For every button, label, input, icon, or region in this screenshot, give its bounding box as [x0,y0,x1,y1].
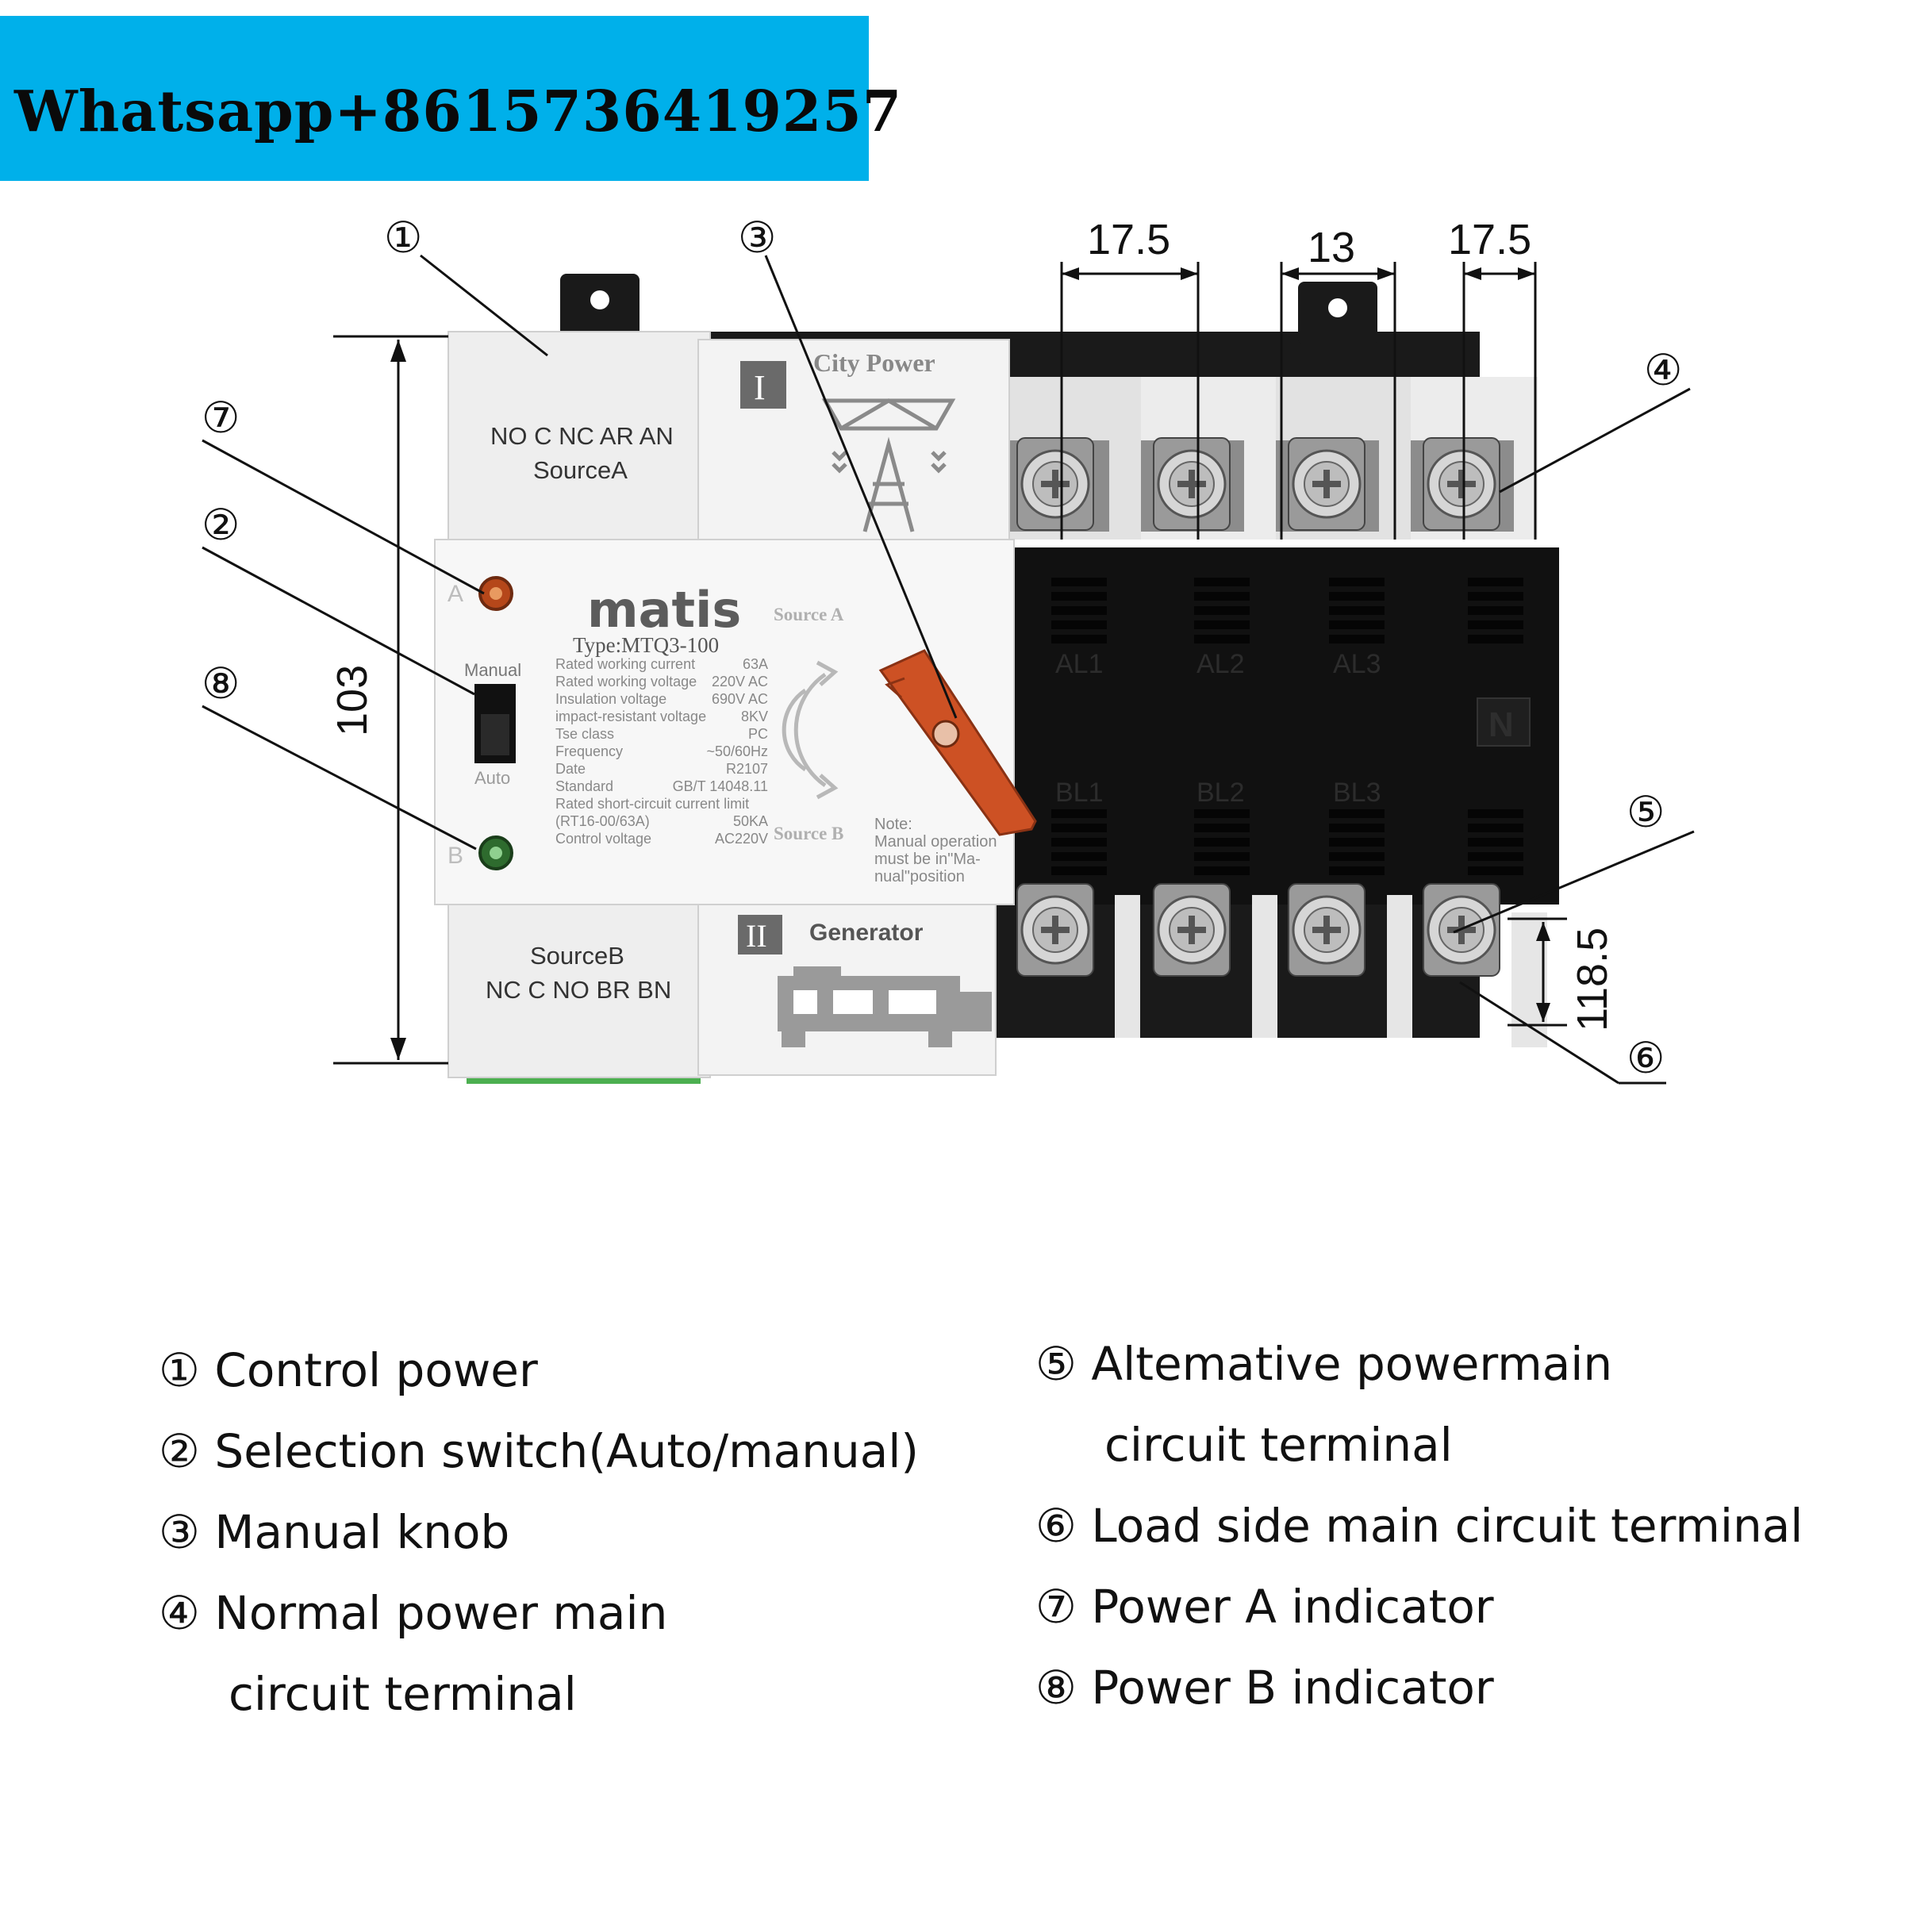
roman-two: II [746,918,767,954]
source-a-label: SourceA [533,456,628,484]
breaker-block [1004,547,1559,905]
callout-3: ③ [738,213,776,263]
spec-value: ~50/60Hz [706,743,768,759]
spec-name: Frequency [555,743,623,759]
banner-text: Whatsapp+8615736419257 [14,78,903,144]
indicator-b-label: B [447,843,463,869]
spec-value: GB/T 14048.11 [673,778,768,794]
callout-2: ② [202,500,240,550]
roman-one: I [754,368,766,407]
auto-label: Auto [474,768,510,788]
spec-name: Insulation voltage [555,691,666,707]
spec-value: 63A [743,656,768,672]
callout-8: ⑧ [202,659,240,709]
spec-value: 220V AC [712,674,768,689]
dimension-top-right: 17.5 [1448,216,1531,263]
spec-name: Control voltage [555,831,651,847]
spec-value: 690V AC [712,691,768,707]
svg-text:must be in"Ma-: must be in"Ma- [874,851,981,868]
source-a-position: Source A [774,605,844,624]
legend-item-normal-power-cont: circuit terminal [229,1667,577,1721]
brand-logo: matis [587,581,741,639]
spec-value: R2107 [726,761,768,777]
type-label: Type:MTQ3-100 [573,633,719,657]
spec-table: Rated working current 63A Rated working … [555,656,768,847]
source-a-terminal-labels: NO C NC AR AN [490,422,674,450]
spec-name: Rated short-circuit current limit [555,796,749,812]
manual-label: Manual [464,660,521,680]
legend-item-alternative-power: ⑤ Altemative powermain [1035,1337,1613,1391]
pole-label-bl2: BL2 [1196,778,1245,808]
top-module [447,331,1010,547]
rotation-arrow-icon [782,660,839,800]
dimension-top-left: 17.5 [1087,216,1170,263]
generator-label: Generator [809,920,924,946]
callout-leaders [202,254,1695,1085]
roman-one-box [740,361,786,409]
spec-name: Rated working voltage [555,674,697,689]
pole-label-al1: AL1 [1055,649,1104,679]
callout-6: ⑥ [1627,1033,1665,1083]
pole-label-al2: AL2 [1196,649,1245,679]
dimension-top-mid: 13 [1308,224,1355,271]
legend-item-load-side: ⑥ Load side main circuit terminal [1035,1499,1803,1553]
legend-item-selection-switch: ② Selection switch(Auto/manual) [159,1424,919,1478]
power-tower-icon [821,398,956,532]
dimension-terminal: 118.5 [1569,928,1616,1031]
callout-1: ① [384,213,422,263]
manual-note: Note: Manual operation must be in"Ma- nu… [874,816,997,885]
normal-power-terminals [1006,377,1538,540]
spec-value: 8KV [741,709,768,724]
pole-label-bl3: BL3 [1333,778,1381,808]
legend-item-power-a: ⑦ Power A indicator [1035,1580,1494,1634]
svg-text:nual"position: nual"position [874,868,965,885]
callout-7: ⑦ [202,393,240,443]
contact-banner: Whatsapp+8615736419257 [0,16,901,181]
dimension-lines [333,262,1567,1065]
spec-name: Date [555,761,586,777]
city-power-label: City Power [813,348,935,377]
pole-label-neutral: N [1488,705,1514,744]
manual-knob[interactable] [878,649,1037,836]
spec-name: Rated working current [555,656,695,672]
source-b-label: SourceB [530,942,624,970]
legend-item-manual-knob: ③ Manual knob [159,1505,510,1559]
spec-value: AC220V [715,831,768,847]
pole-label-bl1: BL1 [1055,778,1104,808]
source-b-terminal-labels: NC C NO BR BN [486,976,671,1004]
roman-two-box [738,915,782,954]
legend-item-normal-power: ④ Normal power main [159,1586,668,1640]
legend-item-alternative-power-cont: circuit terminal [1104,1418,1453,1472]
mounting-tab-right [1298,282,1377,345]
spec-value: 50KA [733,813,768,829]
pole-label-al3: AL3 [1333,649,1381,679]
generator-icon [778,966,992,1047]
dimension-height: 103 [328,665,376,736]
spec-name: impact-resistant voltage [555,709,706,724]
indicator-a-label: A [447,581,463,607]
svg-text:Manual operation: Manual operation [874,833,997,851]
svg-text:Note:: Note: [874,816,912,833]
callout-4: ④ [1644,345,1682,395]
source-b-position: Source B [774,824,843,843]
spec-name: Standard [555,778,613,794]
legend-item-control-power: ① Control power [159,1343,538,1397]
spec-name: Tse class [555,726,614,742]
spec-name: (RT16-00/63A) [555,813,650,829]
mounting-tab-left [560,274,640,345]
spec-value: PC [748,726,768,742]
callout-5: ⑤ [1627,787,1665,837]
legend-item-power-b: ⑧ Power B indicator [1035,1661,1494,1715]
